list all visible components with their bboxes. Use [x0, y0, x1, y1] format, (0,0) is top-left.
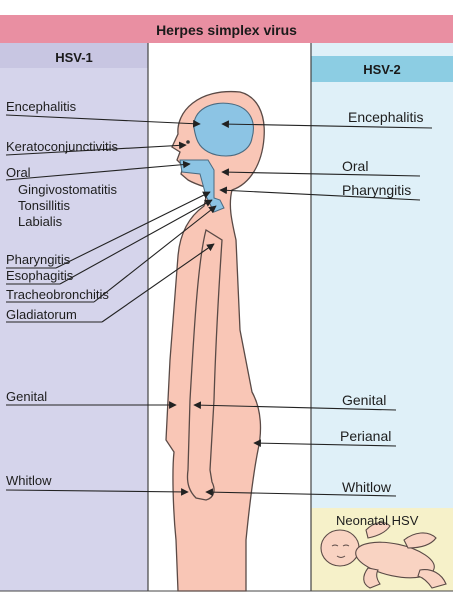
- hsv1-label-whitlow: Whitlow: [6, 474, 52, 487]
- hsv1-label-tonsillitis: Tonsillitis: [18, 199, 70, 212]
- brain-shape: [194, 103, 254, 156]
- hsv1-label-esophagitis: Esophagitis: [6, 269, 73, 282]
- figure-title: Herpes simplex virus: [0, 22, 453, 38]
- hsv2-label-pharyngitis: Pharyngitis: [342, 183, 411, 197]
- hsv1-label-gladiatorum: Gladiatorum: [6, 308, 77, 321]
- hsv1-label-gingivostomatitis: Gingivostomatitis: [18, 183, 117, 196]
- hsv1-label-oral: Oral: [6, 166, 31, 179]
- eye: [186, 140, 190, 144]
- hsv1-label-genital: Genital: [6, 390, 47, 403]
- hsv2-column-header: HSV-2: [311, 62, 453, 77]
- hsv2-label-neonatal: Neonatal HSV: [336, 514, 418, 527]
- hsv2-label-encephalitis: Encephalitis: [348, 110, 424, 124]
- hsv1-label-labialis: Labialis: [18, 215, 62, 228]
- hsv1-label-tracheobronchitis: Tracheobronchitis: [6, 288, 109, 301]
- hsv1-label-encephalitis: Encephalitis: [6, 100, 76, 113]
- hsv2-label-oral: Oral: [342, 159, 368, 173]
- hsv2-label-genital: Genital: [342, 393, 386, 407]
- hsv1-label-pharyngitis: Pharyngitis: [6, 253, 70, 266]
- hsv1-column-header: HSV-1: [0, 50, 148, 65]
- hsv1-label-keratoconjunctivitis: Keratoconjunctivitis: [6, 140, 118, 153]
- hsv2-label-whitlow: Whitlow: [342, 480, 391, 494]
- hsv2-label-perianal: Perianal: [340, 429, 391, 443]
